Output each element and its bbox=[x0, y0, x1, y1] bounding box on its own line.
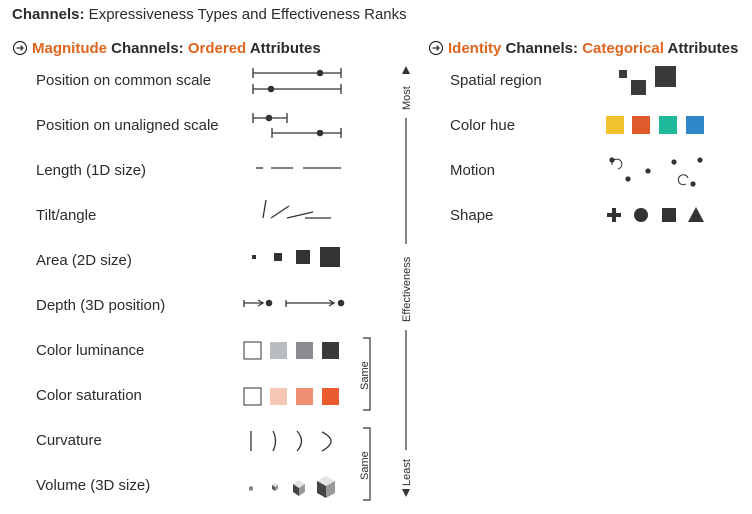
row-label-spatial-region: Spatial region bbox=[450, 72, 542, 89]
luminance-glyph bbox=[243, 341, 339, 360]
position-unaligned-glyph bbox=[252, 113, 342, 138]
row-label-length: Length (1D size) bbox=[36, 162, 147, 179]
area-glyph bbox=[252, 247, 340, 267]
same-bracket-color bbox=[363, 337, 371, 411]
color-hue-glyph bbox=[606, 116, 704, 134]
same-label-color: Same bbox=[359, 361, 371, 390]
scale-effectiveness-label: Effectiveness bbox=[401, 256, 413, 322]
channels-word: Channels: bbox=[501, 40, 583, 57]
scale-most-label: Most bbox=[401, 86, 413, 110]
magnitude-word: Magnitude bbox=[32, 40, 107, 57]
scale-least-label: Least bbox=[401, 459, 413, 486]
row-label-motion: Motion bbox=[450, 162, 496, 179]
row-label-shape: Shape bbox=[450, 207, 494, 224]
attributes-word: Attributes bbox=[246, 40, 321, 57]
depth-glyph bbox=[243, 299, 345, 307]
page-title: Channels: Expressiveness Types and Effec… bbox=[12, 6, 407, 23]
row-label-position-common: Position on common scale bbox=[36, 72, 212, 89]
row-label-luminance: Color luminance bbox=[36, 342, 145, 359]
same-bracket-shape bbox=[363, 427, 371, 501]
row-label-color-hue: Color hue bbox=[450, 117, 516, 134]
title-bold: Channels: bbox=[12, 6, 85, 23]
channels-word: Channels: bbox=[107, 40, 188, 57]
categorical-word: Categorical bbox=[582, 40, 664, 57]
up-down-arrow-icon bbox=[402, 66, 410, 497]
motion-glyph bbox=[609, 157, 703, 187]
same-label-shape: Same bbox=[359, 451, 371, 480]
row-label-saturation: Color saturation bbox=[36, 387, 142, 404]
row-label-volume: Volume (3D size) bbox=[36, 477, 151, 494]
position-common-glyph bbox=[252, 68, 342, 94]
identity-word: Identity bbox=[448, 40, 502, 57]
curvature-glyph bbox=[250, 430, 332, 452]
row-label-area: Area (2D size) bbox=[36, 252, 132, 269]
identity-header: Identity Channels: Categorical Attribute… bbox=[428, 40, 738, 57]
row-label-curvature: Curvature bbox=[36, 432, 102, 449]
row-label-depth: Depth (3D position) bbox=[36, 297, 166, 314]
row-label-tilt: Tilt/angle bbox=[36, 207, 97, 224]
circle-arrow-icon bbox=[12, 40, 28, 56]
circle-arrow-icon bbox=[428, 40, 444, 56]
row-label-position-unaligned: Position on unaligned scale bbox=[36, 117, 219, 134]
saturation-glyph bbox=[243, 387, 339, 406]
spatial-region-glyph bbox=[619, 66, 676, 95]
shape-glyph bbox=[607, 207, 704, 222]
magnitude-header: Magnitude Channels: Ordered Attributes bbox=[12, 40, 321, 57]
title-rest: Expressiveness Types and Effectiveness R… bbox=[84, 6, 407, 23]
ordered-word: Ordered bbox=[187, 40, 247, 57]
tilt-glyph bbox=[262, 199, 331, 219]
volume-glyph bbox=[249, 476, 335, 498]
attributes-word: Attributes bbox=[663, 40, 739, 57]
